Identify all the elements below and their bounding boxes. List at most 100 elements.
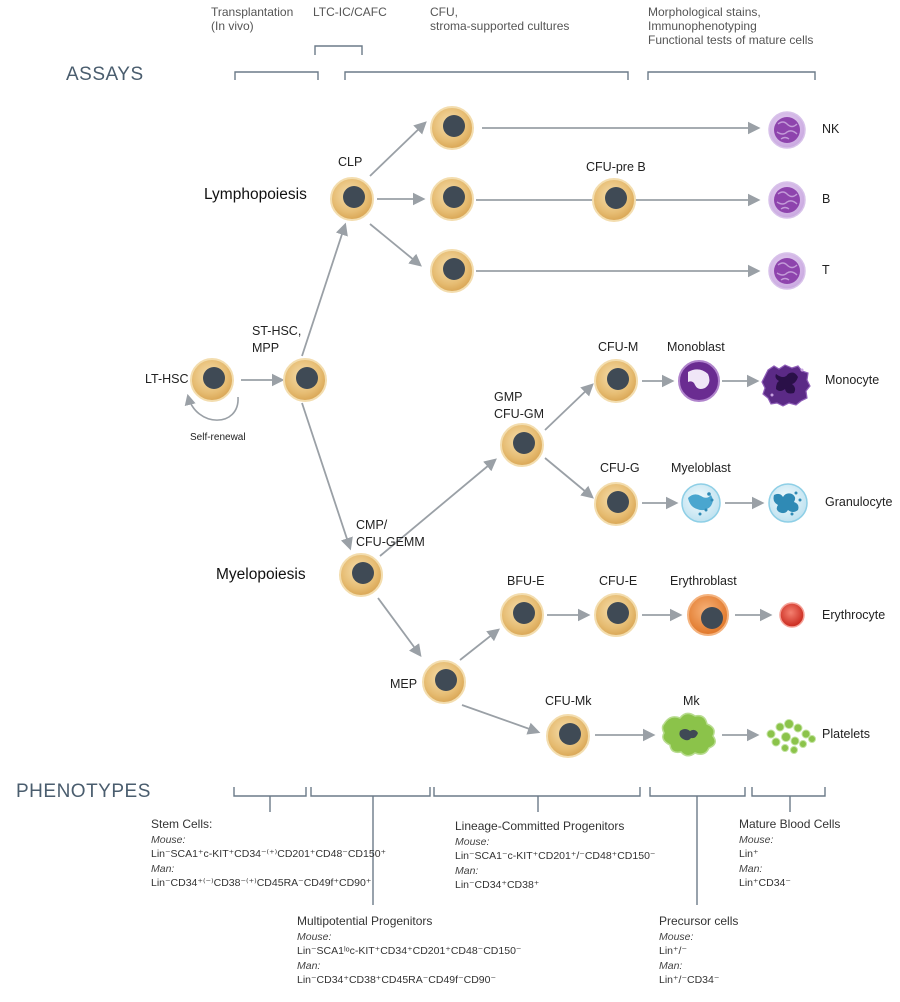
granulocyte-icon [768,483,808,523]
phenotype-mature: Mature Blood Cells Mouse: Lin⁺ Man: Lin⁺… [739,817,840,891]
phenotype-mature-title: Mature Blood Cells [739,817,841,831]
arrow-gmp-cfug [544,457,594,499]
clp-label: CLP [338,155,363,169]
b-label: B [822,192,831,206]
phenotype-brackets [233,787,826,905]
assay-ltcic: LTC-IC/CAFC [313,5,387,19]
myeloblast-label: Myeloblast [671,461,731,475]
arrow-gmp-cfum [544,383,594,431]
mk-label: Mk [683,694,700,708]
assay-cfu-line1: CFU, [430,5,458,19]
bracket-transplantation [234,71,319,80]
cfu-mk-label: CFU-Mk [545,694,592,708]
arrow-mep-cfumk [461,704,541,735]
lt-hsc-cell [190,358,234,402]
self-renewal-arrow [184,393,239,421]
nk-progenitor-cell [430,106,474,150]
phenotype-lineage-committed: Lineage-Committed Progenitors Mouse: Lin… [455,819,655,893]
differentiation-arrows [241,121,773,742]
erythroblast-icon [687,594,729,636]
assay-cfu-line2: stroma-supported cultures [430,19,570,33]
arrow-mep-bfue [459,628,500,661]
assay-morphology: Morphological stains, Immunophenotyping … [648,5,813,47]
phenotype-precursor-title: Precursor cells [659,914,739,928]
lt-hsc-label: LT-HSC [145,372,189,386]
platelets-icon [766,719,816,754]
t-progenitor-cell [430,249,474,293]
assay-morphology-line2: Immunophenotyping [648,19,757,33]
phenotype-lineage-mouse-label: Mouse: [455,835,490,848]
phenotype-lineage-man-label: Man: [455,864,479,877]
phenotype-mature-mouse-label: Mouse: [739,833,774,846]
mep-label: MEP [390,677,418,691]
cmp-label-line2: CFU-GEMM [356,535,425,549]
assay-transplantation: Transplantation (In vivo) [211,5,293,33]
assay-transplantation-line1: Transplantation [211,5,294,19]
phenotype-stem-cells: Stem Cells: Mouse: Lin⁻SCA1⁺c-KIT⁺CD34⁻⁽… [151,817,386,891]
assay-morphology-line1: Morphological stains, [648,5,761,19]
phenotype-multi-man-value: Lin⁻CD34⁺CD38⁺CD45RA⁻CD49f⁻CD90⁻ [297,974,496,986]
bracket-precursor [649,787,746,797]
phenotype-multi-mouse-label: Mouse: [297,930,332,943]
phenotypes-heading: PHENOTYPES [16,781,151,802]
phenotype-stem-title: Stem Cells: [151,817,213,831]
monoblast-icon [678,360,720,402]
bracket-lineage [433,787,641,797]
gmp-label: GMP CFU-GM [494,389,544,423]
cfu-pre-b-label: CFU-pre B [586,160,646,174]
gmp-cell [500,423,544,467]
arrow-cmp-gmp [379,458,497,557]
assay-transplantation-line2: (In vivo) [211,19,254,33]
self-renewal-label: Self-renewal [190,432,246,443]
bracket-multi [310,787,431,797]
bfu-e-cell [500,593,544,637]
erythrocyte-label: Erythrocyte [822,608,886,622]
b-progenitor-cell [430,177,474,221]
megakaryocyte-icon [661,712,716,757]
cmp-cell [339,553,383,597]
phenotype-precursor-mouse-label: Mouse: [659,930,694,943]
phenotype-stem-mouse-value: Lin⁻SCA1⁺c-KIT⁺CD34⁻⁽⁺⁾CD201⁺CD48⁻CD150⁺ [151,848,387,860]
t-cell-icon [768,252,806,290]
cfu-mk-cell [546,714,590,758]
progenitor-cells [190,106,638,758]
arrow-clp-nk [369,121,427,177]
phenotype-precursor-mouse-value: Lin⁺/⁻ [659,945,688,957]
monocyte-label: Monocyte [825,373,880,387]
phenotype-stem-mouse-label: Mouse: [151,833,186,846]
myelopoiesis-label: Myelopoiesis [216,566,306,583]
cmp-label-line1: CMP/ [356,518,388,532]
st-hsc-label-line2: MPP [252,341,280,355]
erythrocyte-icon [779,602,805,628]
granulocyte-label: Granulocyte [825,495,893,509]
st-hsc-label: ST-HSC, MPP [252,323,301,357]
cfu-m-label: CFU-M [598,340,639,354]
platelets-label: Platelets [822,727,870,741]
cfu-e-cell [594,593,638,637]
phenotype-multipotential: Multipotential Progenitors Mouse: Lin⁻SC… [297,914,521,988]
cfu-g-label: CFU-G [600,461,640,475]
phenotype-stem-man-label: Man: [151,862,175,875]
arrow-sthsc-clp [301,222,348,357]
bracket-morphology [647,71,816,80]
phenotype-mature-mouse-value: Lin⁺ [739,848,759,860]
b-cell-icon [768,181,806,219]
st-hsc-cell [283,358,327,402]
cfu-g-cell [594,482,638,526]
gmp-label-line1: GMP [494,390,523,404]
assay-morphology-line3: Functional tests of mature cells [648,33,814,47]
bracket-mature [751,787,826,797]
phenotype-multi-mouse-value: Lin⁻SCA1ˡᵒc-KIT⁺CD34⁺CD201⁺CD48⁻CD150⁻ [297,945,522,957]
cfu-m-cell [594,359,638,403]
nk-label: NK [822,122,840,136]
bfu-e-label: BFU-E [507,574,545,588]
cmp-label: CMP/ CFU-GEMM [356,517,425,551]
monoblast-label: Monoblast [667,340,725,354]
assay-brackets [234,45,816,80]
phenotype-multi-title: Multipotential Progenitors [297,914,433,928]
assays-heading: ASSAYS [66,64,144,85]
phenotype-lineage-man-value: Lin⁻CD34⁺CD38⁺ [455,879,540,891]
arrow-clp-t [369,223,422,267]
myeloblast-icon [681,483,721,523]
